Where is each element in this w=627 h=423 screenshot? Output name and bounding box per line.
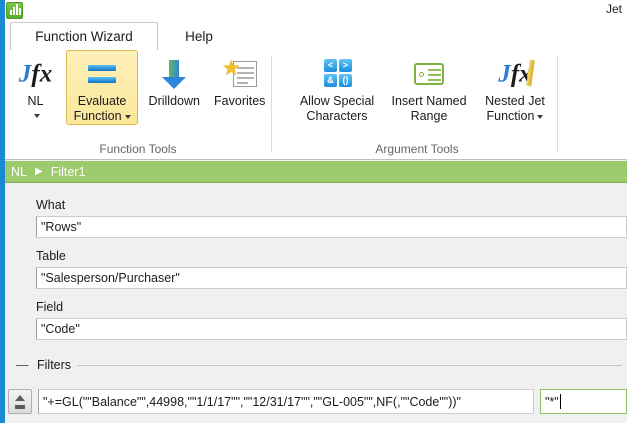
filter-expression-input[interactable]: "+=GL(""Balance"",44998,""1/1/17"",""12/…	[38, 389, 534, 414]
tab-function-wizard[interactable]: Function Wizard	[10, 22, 158, 50]
nl-dropdown-caret-icon[interactable]	[31, 109, 41, 122]
table-field-input[interactable]: "Salesperson/Purchaser"	[36, 267, 627, 289]
favorites-button-label: Favorites	[214, 94, 266, 108]
filter-criteria-value: "*"	[545, 394, 559, 409]
window-accent-strip	[0, 0, 5, 423]
evaluate-function-label-line2: Function	[74, 109, 131, 124]
ribbon: Jfx NL Evaluate Function	[0, 50, 627, 160]
ribbon-group-divider	[271, 56, 272, 152]
evaluate-function-dropdown-caret-icon	[124, 114, 131, 119]
star-document-icon: ★	[220, 56, 260, 92]
evaluate-function-label-text: Function	[73, 109, 122, 123]
ribbon-tab-strip: Function Wizard Help	[0, 22, 627, 50]
breadcrumb-item-nl[interactable]: NL	[11, 164, 27, 179]
equals-icon	[82, 56, 122, 92]
favorites-button[interactable]: ★ Favorites	[208, 50, 271, 110]
breadcrumb-separator-icon: ▶	[34, 166, 43, 177]
table-field-label: Table	[36, 249, 66, 263]
tab-help-label: Help	[185, 28, 213, 44]
filter-criteria-input[interactable]: "*"	[540, 389, 627, 414]
nested-jet-function-label-text: Function	[486, 109, 535, 123]
allow-special-characters-label-line2: Characters	[306, 109, 368, 123]
tab-help[interactable]: Help	[160, 22, 238, 50]
allow-special-characters-button[interactable]: < > & () Allow Special Characters	[291, 50, 383, 125]
ribbon-group-divider-right	[557, 56, 558, 152]
move-up-icon	[15, 395, 25, 401]
breadcrumb: NL ▶ Filter1	[5, 161, 627, 183]
function-arguments-form: What "Rows" Table "Salesperson/Purchaser…	[5, 183, 627, 423]
insert-named-range-label-line1: Insert Named	[391, 94, 467, 108]
field-field-input[interactable]: "Code"	[36, 318, 627, 340]
jfx-pencil-icon: Jfx	[495, 56, 535, 92]
ribbon-group-argument-tools: < > & () Allow Special Characters	[277, 50, 557, 159]
ribbon-group-argument-tools-label: Argument Tools	[375, 142, 459, 156]
nested-jet-function-label-line1: Nested Jet	[485, 94, 545, 108]
nl-button[interactable]: Jfx NL	[9, 50, 62, 123]
evaluate-function-button[interactable]: Evaluate Function	[66, 50, 139, 125]
title-bar: Jet	[0, 0, 627, 22]
what-field-input[interactable]: "Rows"	[36, 216, 627, 238]
ribbon-group-function-tools: Jfx NL Evaluate Function	[5, 50, 271, 159]
nl-button-label: NL	[27, 94, 44, 108]
allow-special-characters-label-line1: Allow Special	[299, 94, 375, 108]
tab-function-wizard-label: Function Wizard	[35, 29, 133, 44]
nested-jet-function-button[interactable]: Jfx Nested Jet Function	[475, 50, 555, 125]
what-field-label: What	[36, 198, 66, 212]
nested-jet-function-dropdown-caret-icon	[537, 114, 544, 119]
jfx-icon: Jfx	[18, 60, 53, 88]
filters-collapse-toggle[interactable]: —	[16, 358, 29, 372]
window-title: Jet	[605, 2, 622, 16]
filters-group-title: Filters	[33, 358, 76, 372]
filters-group-line	[77, 365, 622, 366]
drilldown-button-label: Drilldown	[148, 94, 200, 108]
insert-named-range-label-line2: Range	[410, 109, 448, 123]
special-characters-icon: < > & ()	[317, 56, 357, 92]
field-field-label: Field	[36, 300, 64, 314]
insert-named-range-button[interactable]: Insert Named Range	[383, 50, 475, 125]
nested-jet-function-label-line2: Function	[487, 109, 544, 124]
named-range-tag-icon	[409, 56, 449, 92]
evaluate-function-label-line1: Evaluate	[77, 94, 127, 108]
breadcrumb-item-filter1[interactable]: Filter1	[50, 164, 86, 179]
down-arrow-icon	[154, 56, 194, 92]
text-cursor-icon	[559, 394, 561, 409]
drilldown-button[interactable]: Drilldown	[142, 50, 206, 110]
move-filter-button[interactable]	[8, 389, 32, 414]
move-down-icon	[15, 405, 25, 409]
ribbon-group-function-tools-label: Function Tools	[99, 142, 177, 156]
bar-chart-icon	[6, 2, 23, 19]
